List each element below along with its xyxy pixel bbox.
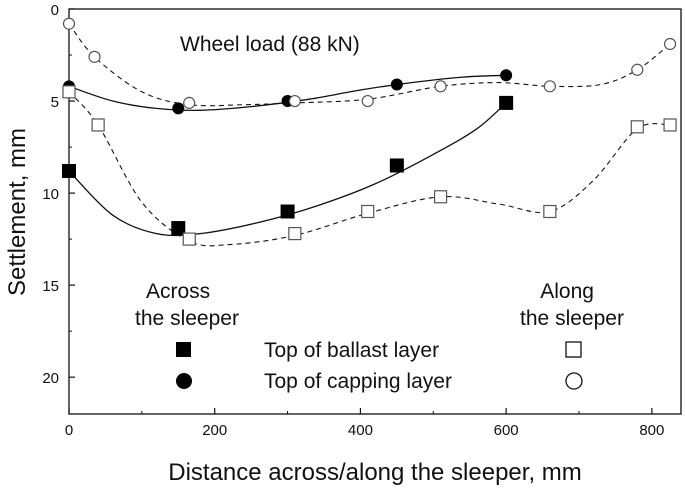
x-tick-label-1: 200 bbox=[202, 422, 227, 439]
legend-header-across: Across the sleeper bbox=[135, 280, 239, 330]
data-point-s2-1 bbox=[91, 118, 105, 132]
x-tick-label-0: 0 bbox=[65, 422, 73, 439]
y-tick-label-4: 20 bbox=[42, 370, 59, 387]
legend-marker-ballast-across bbox=[176, 342, 191, 357]
legend-label-ballast: Top of ballast layer bbox=[264, 339, 439, 362]
data-point-s3-3 bbox=[288, 94, 301, 108]
series-line-1 bbox=[68, 74, 507, 112]
data-point-s3-6 bbox=[543, 80, 556, 93]
series-line-2 bbox=[68, 91, 671, 247]
data-point-s2-5 bbox=[433, 190, 448, 204]
data-point-s1-4 bbox=[500, 69, 513, 82]
x-tick-label-4: 800 bbox=[639, 422, 664, 439]
data-point-s0-2 bbox=[280, 204, 295, 219]
data-point-s1-1 bbox=[172, 102, 185, 115]
x-tick-label-3: 600 bbox=[494, 422, 519, 439]
series-markers bbox=[62, 17, 677, 246]
legend: Across the sleeper Along the sleeper Top… bbox=[135, 280, 624, 393]
data-point-s3-0 bbox=[62, 17, 76, 30]
data-point-s3-7 bbox=[631, 63, 644, 76]
legend-marker-capping-across bbox=[176, 373, 192, 389]
data-point-s2-8 bbox=[663, 118, 677, 132]
legend-marker-capping-along bbox=[565, 372, 583, 390]
data-point-s3-2 bbox=[183, 96, 196, 109]
annotation-wheel-load: Wheel load (88 kN) bbox=[180, 33, 360, 56]
data-point-s2-6 bbox=[543, 204, 557, 219]
data-point-s1-3 bbox=[390, 78, 403, 91]
data-point-s0-3 bbox=[389, 158, 404, 173]
y-axis-title: Settlement, mm bbox=[4, 128, 31, 296]
data-point-s3-4 bbox=[361, 94, 374, 108]
x-axis-title: Distance across/along the sleeper, mm bbox=[168, 459, 582, 486]
series-line-3 bbox=[68, 23, 671, 107]
axis-ticks: 0 200 400 600 800 0 5 10 15 20 bbox=[42, 2, 664, 439]
data-point-s2-3 bbox=[288, 226, 302, 241]
x-tick-label-2: 400 bbox=[348, 422, 373, 439]
y-tick-label-2: 10 bbox=[42, 186, 59, 203]
data-point-s3-8 bbox=[663, 37, 677, 51]
data-point-s2-7 bbox=[630, 120, 644, 134]
data-point-s2-4 bbox=[361, 204, 375, 219]
data-point-s2-0 bbox=[62, 85, 76, 99]
y-tick-label-1: 5 bbox=[51, 94, 59, 111]
data-point-s0-4 bbox=[499, 95, 514, 110]
legend-header-along: Along the sleeper bbox=[520, 280, 624, 330]
data-point-s0-1 bbox=[171, 221, 186, 236]
y-tick-label-0: 0 bbox=[51, 2, 59, 19]
data-point-s0-0 bbox=[62, 164, 76, 178]
data-point-s2-2 bbox=[182, 232, 196, 246]
legend-marker-ballast-along bbox=[565, 341, 582, 358]
plot-frame bbox=[68, 8, 682, 415]
legend-label-capping: Top of capping layer bbox=[264, 370, 452, 393]
data-point-s3-1 bbox=[88, 50, 101, 63]
y-tick-label-3: 15 bbox=[42, 278, 59, 295]
data-point-s3-5 bbox=[434, 80, 447, 93]
